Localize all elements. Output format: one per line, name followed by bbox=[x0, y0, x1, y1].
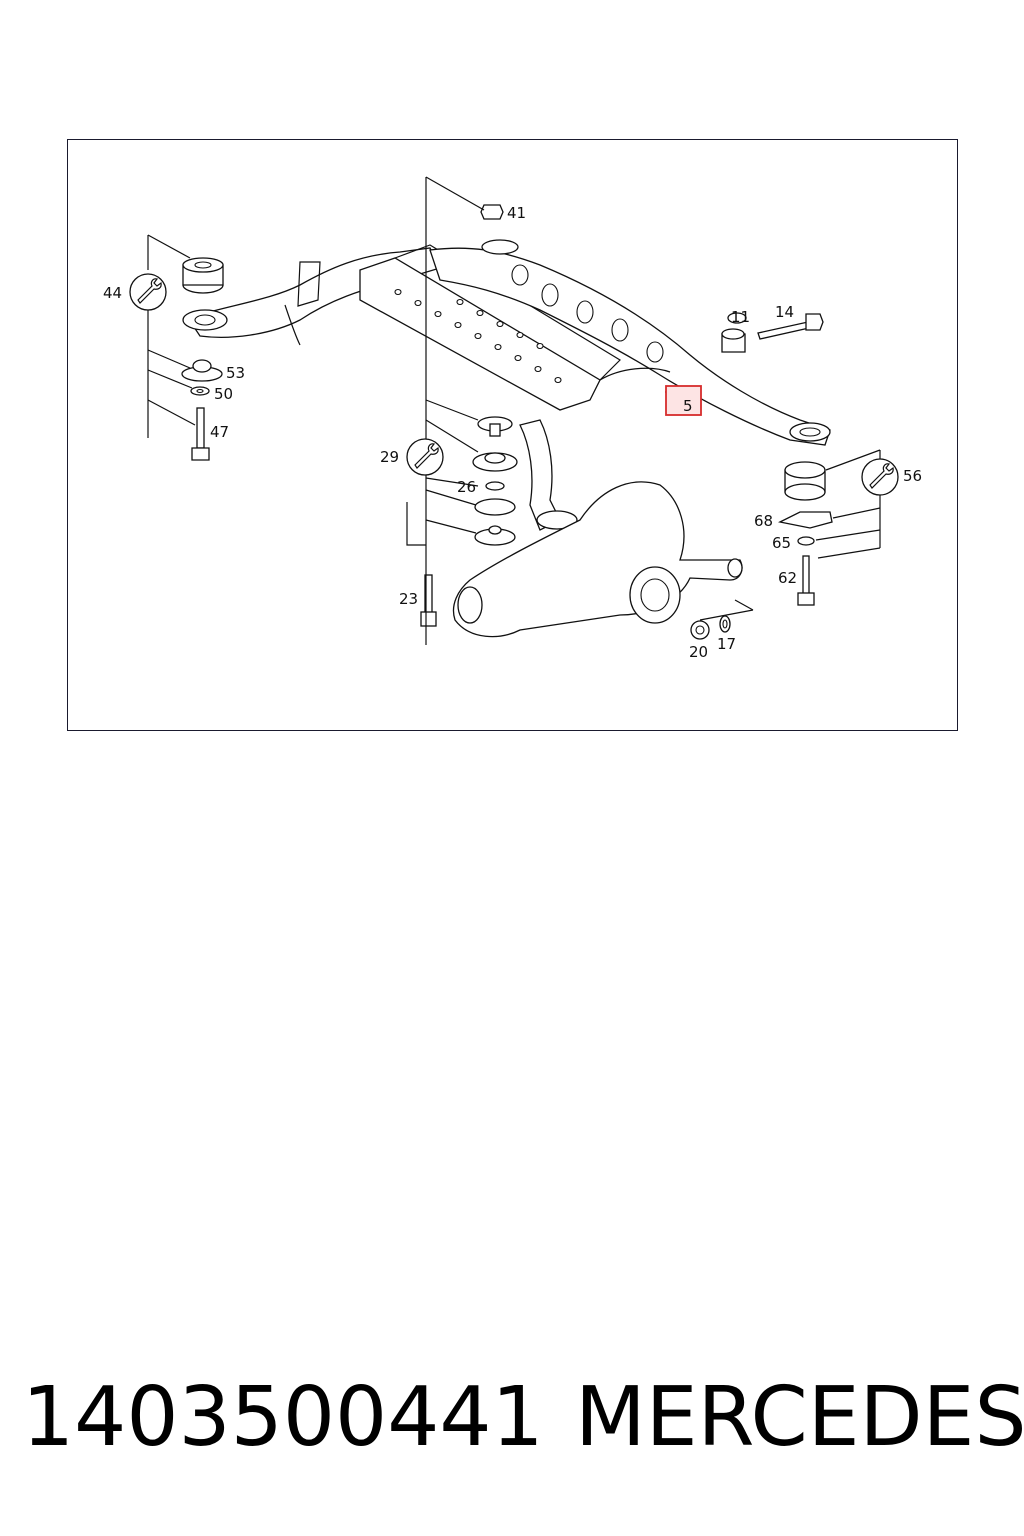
part-number: 1403500441 bbox=[22, 1370, 544, 1465]
subframe-crossbeam bbox=[359, 244, 621, 411]
callout-47: 47 bbox=[210, 423, 229, 441]
callout-56: 56 bbox=[903, 467, 922, 485]
part-bushing-11 bbox=[721, 312, 747, 353]
part-mount-stack-26 bbox=[472, 416, 518, 546]
part-nut-20 bbox=[690, 620, 710, 640]
callout-53: 53 bbox=[226, 364, 245, 382]
brand-name: MERCEDES bbox=[575, 1370, 1024, 1465]
callout-26: 26 bbox=[457, 478, 476, 496]
callout-44: 44 bbox=[103, 284, 122, 302]
part-bushing-56 bbox=[784, 461, 826, 501]
crossbeam-holes bbox=[394, 288, 562, 384]
callout-29: 29 bbox=[380, 448, 399, 466]
callout-14: 14 bbox=[775, 303, 794, 321]
callout-5: 5 bbox=[683, 397, 693, 415]
part-bolt-14 bbox=[757, 313, 824, 340]
leader-lines bbox=[147, 176, 881, 645]
callout-62: 62 bbox=[778, 569, 797, 587]
callout-23: 23 bbox=[399, 590, 418, 608]
part-washer-17 bbox=[719, 615, 731, 633]
footer: 1403500441 MERCEDES bbox=[0, 1370, 1024, 1470]
subframe-right-arm bbox=[429, 239, 831, 446]
part-nut-41 bbox=[480, 204, 504, 220]
callout-41: 41 bbox=[507, 204, 526, 222]
wrench-torque-icon bbox=[406, 438, 444, 476]
highlighted-callout-box bbox=[665, 385, 702, 416]
part-washer-65 bbox=[797, 536, 815, 546]
part-plate-68 bbox=[778, 511, 833, 529]
callout-11: 11 bbox=[731, 308, 750, 326]
differential-assembly bbox=[452, 419, 743, 638]
wrench-torque-icon bbox=[129, 273, 167, 311]
part-washer-50 bbox=[190, 386, 210, 396]
part-bushing-44 bbox=[182, 257, 224, 294]
callout-65: 65 bbox=[772, 534, 791, 552]
callout-17: 17 bbox=[717, 635, 736, 653]
part-bolt-47 bbox=[191, 407, 210, 461]
callout-20: 20 bbox=[689, 643, 708, 661]
part-mount-53 bbox=[181, 359, 223, 382]
exploded-parts-diagram: 41 44 53 50 47 11 14 5 29 26 23 56 68 65… bbox=[103, 176, 922, 661]
callout-68: 68 bbox=[754, 512, 773, 530]
part-bolt-23 bbox=[420, 574, 437, 627]
wrench-torque-icon bbox=[861, 458, 899, 496]
callout-50: 50 bbox=[214, 385, 233, 403]
part-bolt-62 bbox=[797, 555, 815, 606]
